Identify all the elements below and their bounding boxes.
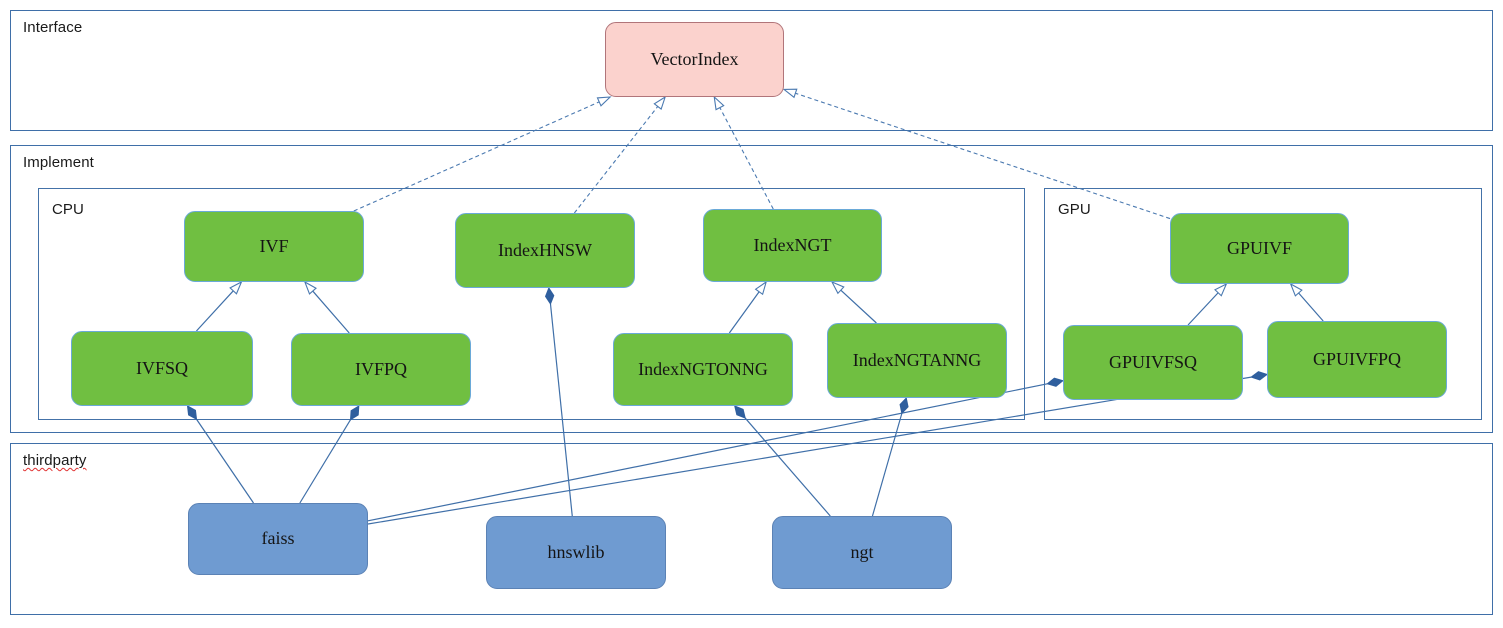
class-node-indexngtonng[interactable]: IndexNGTONNG	[613, 333, 793, 406]
class-node-label: VectorIndex	[650, 48, 739, 69]
class-node-label: IVF	[259, 235, 289, 256]
package-label-gpu: GPU	[1058, 201, 1091, 218]
class-node-label: faiss	[261, 528, 295, 549]
package-label-cpu: CPU	[52, 201, 84, 218]
class-node-label: IndexNGT	[753, 234, 832, 255]
class-node-label: IVFPQ	[354, 358, 407, 379]
package-label-interface: Interface	[23, 19, 83, 36]
class-node-label: IndexHNSW	[498, 239, 592, 260]
class-node-label: GPUIVF	[1226, 237, 1292, 258]
class-node-hnswlib[interactable]: hnswlib	[486, 516, 666, 589]
class-node-ngt[interactable]: ngt	[772, 516, 952, 589]
class-node-faiss[interactable]: faiss	[188, 503, 368, 575]
class-node-label: IndexNGTANNG	[852, 349, 982, 370]
class-node-ivfpq[interactable]: IVFPQ	[291, 333, 471, 406]
class-node-indexhnsw[interactable]: IndexHNSW	[455, 213, 635, 288]
class-node-label: ngt	[850, 541, 874, 562]
class-node-indexngtanng[interactable]: IndexNGTANNG	[827, 323, 1007, 398]
class-node-ivf[interactable]: IVF	[184, 211, 364, 282]
class-node-label: IVFSQ	[135, 357, 188, 378]
class-node-label: hnswlib	[547, 541, 605, 562]
class-node-indexngt[interactable]: IndexNGT	[703, 209, 882, 282]
package-label-thirdparty: thirdparty	[23, 452, 87, 469]
class-node-label: GPUIVFSQ	[1108, 351, 1198, 372]
package-label-implement: Implement	[23, 154, 94, 171]
class-node-vectorindex[interactable]: VectorIndex	[605, 22, 784, 97]
package-gpu	[1044, 188, 1482, 420]
class-node-gpuivfpq[interactable]: GPUIVFPQ	[1267, 321, 1447, 398]
class-node-label: GPUIVFPQ	[1312, 348, 1402, 369]
class-node-label: IndexNGTONNG	[638, 358, 768, 379]
class-node-gpuivf[interactable]: GPUIVF	[1170, 213, 1349, 284]
class-node-gpuivfsq[interactable]: GPUIVFSQ	[1063, 325, 1243, 400]
class-node-ivfsq[interactable]: IVFSQ	[71, 331, 253, 406]
